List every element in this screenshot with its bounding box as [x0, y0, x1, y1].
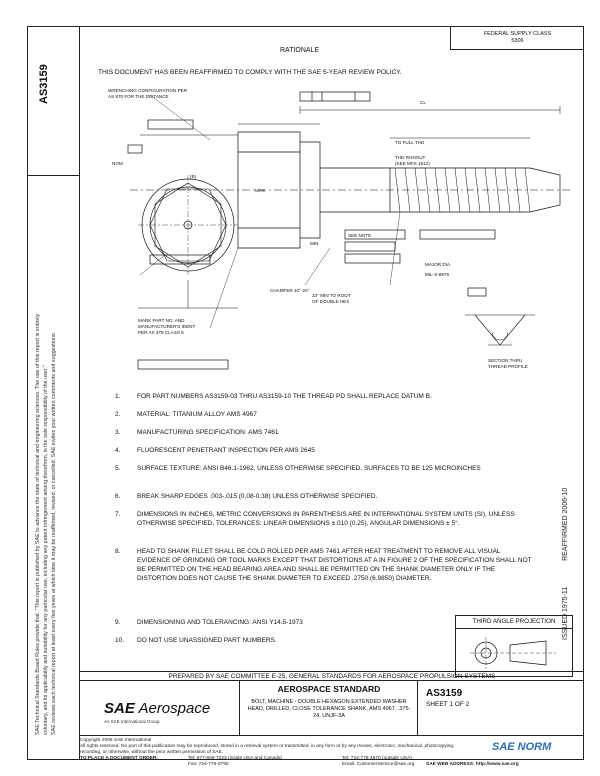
note-text: MATERIAL: TITANIUM ALLOY AMS 4967	[137, 411, 257, 418]
note-text: DIMENSIONING AND TOLERANCING: ANSI Y14.5…	[137, 619, 303, 626]
drawing-label-wrenching: WRENCHING CONFIGURATION PER	[108, 88, 188, 93]
note-text: DIMENSIONS IN INCHES, METRIC CONVERSIONS…	[137, 511, 515, 527]
projection-label: THIRD ANGLE PROJECTION	[456, 616, 572, 629]
drawing-label-max: MAX	[255, 188, 265, 193]
reaffirm-statement: THIS DOCUMENT HAS BEEN REAFFIRMED TO COM…	[98, 69, 402, 76]
title-block	[80, 681, 584, 736]
federal-supply-class-value: 5306	[511, 38, 524, 44]
legal-line-1: SAE Technical Standards Board Rules prov…	[35, 313, 41, 735]
sae-norm-watermark: SAE NORM	[492, 741, 552, 753]
standard-heading: AEROSPACE STANDARD	[277, 684, 381, 694]
note-number: 10.	[115, 637, 125, 644]
bolt-engineering-drawing: WRENCHING CONFIGURATION PER AS 870 FOR T…	[108, 88, 570, 370]
note-text: HEAD TO SHANK FILLET SHALL BE COLD ROLLE…	[137, 548, 532, 582]
drawing-label-runout: THD RUNOUT	[395, 155, 426, 160]
drawing-label-thread-profile: THREAD PROFILE	[488, 364, 528, 369]
logo-cell	[80, 681, 240, 736]
drawing-label-cl: CL	[420, 100, 426, 105]
federal-supply-class-label: FEDERAL SUPPLY CLASS	[483, 31, 552, 37]
legal-notice-vertical: SAE Technical Standards Board Rules prov…	[34, 205, 58, 735]
drawing-label-chamfer: CHAMFER 10°-20°	[270, 288, 310, 293]
note-text: SURFACE TEXTURE: ANSI B46.1-1962, UNLESS…	[137, 465, 481, 472]
note-number: 2.	[115, 411, 121, 418]
footer-rights-2: recording, or otherwise, without the pri…	[80, 750, 224, 755]
footer-email: Email: CustomerService@sae.org	[342, 762, 415, 767]
note-text: DO NOT USE UNASSIGNED PART NUMBERS.	[137, 637, 277, 644]
note-number: 4.	[115, 447, 121, 454]
note-number: 8.	[115, 548, 121, 555]
note-number: 1.	[115, 393, 121, 400]
prepared-by: PREPARED BY SAE COMMITTEE E-25, GENERAL …	[80, 671, 584, 681]
legal-line-3: SAE reviews each technical report at lea…	[51, 331, 57, 735]
page-frame	[27, 26, 584, 760]
note-number: 3.	[115, 429, 121, 436]
note-text: FLUORESCENT PENETRANT INSPECTION PER AMS…	[137, 447, 315, 454]
footer-tel: Tel: 877-606-7323 (inside USA and Canada…	[188, 756, 283, 761]
sheet-number: SHEET 1 OF 2	[426, 701, 470, 708]
document-id-vertical: AS3159	[38, 64, 50, 104]
note-text: MANUFACTURING SPECIFICATION: AMS 7461	[137, 429, 279, 436]
footer-rights: All rights reserved. No part of this pub…	[80, 744, 455, 749]
footer-fax: Fax: 724-776-0790	[188, 762, 229, 767]
rationale-label: RATIONALE	[280, 47, 320, 54]
drawing-label-as478: PER AS 478 CLASS 6	[138, 330, 184, 335]
note-text: FOR PART NUMBERS AS3159-03 THRU AS3159-1…	[137, 393, 432, 400]
third-angle-projection-box: THIRD ANGLE PROJECTION	[455, 615, 573, 677]
drawing-label-major-dia: MAJOR DIA	[425, 262, 451, 267]
drawing-label-33-min: 33° MIN TO ROOT	[312, 293, 351, 298]
document-id-box	[27, 86, 80, 176]
note-text: BREAK SHARP EDGES .003-.015 (0.08-0.38) …	[137, 493, 378, 500]
drawing-label-double-hex: OF DOUBLE HEX	[312, 299, 349, 304]
standard-number: AS3159	[426, 688, 463, 699]
footer-copyright: Copyright 2006 SAE International	[80, 738, 152, 743]
drawing-label-section: SECTION THRU	[488, 358, 522, 363]
logo-subtitle: An SAE International Group	[104, 719, 160, 724]
left-margin-strip	[27, 26, 80, 760]
drawing-label-mfs: (SEE MFS 1912)	[395, 161, 430, 166]
reaffirmed-date: REAFFIRMED 2006-10	[562, 487, 569, 561]
logo-sae: SAE	[104, 700, 135, 717]
standard-cell	[240, 681, 418, 736]
note-number: 9.	[115, 619, 121, 626]
logo-aerospace: Aerospace	[138, 700, 211, 717]
footer-tel-2: Tel: 724-776-4970 (outside USA)	[342, 756, 412, 761]
drawing-label-mil-spec: MIL-S-8879	[425, 272, 449, 277]
drawing-label-as870: AS 870 FOR THE DISTANCE	[108, 94, 169, 99]
footer-order-label: TO PLACE A DOCUMENT ORDER:	[80, 756, 158, 761]
drawing-label-min: MIN	[310, 241, 318, 246]
legal-line-2: voluntary, and its applicability and sui…	[43, 365, 49, 735]
federal-supply-class-box: FEDERAL SUPPLY CLASS 5306	[450, 26, 584, 50]
projection-symbol-icon	[470, 637, 556, 669]
drawing-label-full-thd: TO FULL THD	[395, 140, 425, 145]
drawing-label-see-note: SEE NOTE	[348, 233, 371, 238]
standard-description: BOLT, MACHINE - DOUBLE HEXAGON EXTENDED …	[247, 699, 411, 720]
drawing-label-nom: NOM	[112, 161, 123, 166]
drawing-label-manufacturer: MANUFACTURER'S IDENT	[138, 324, 195, 329]
footer-web: SAE WEB ADDRESS: http://www.sae.org	[426, 762, 519, 767]
drawing-label-b: (B)	[190, 174, 197, 179]
note-number: 7.	[115, 511, 121, 518]
drawing-label-mark-part: MARK PART NO. AND	[138, 318, 185, 323]
note-number: 6.	[115, 493, 121, 500]
note-number: 5.	[115, 465, 121, 472]
sae-aerospace-logo: SAE Aerospace	[104, 700, 210, 717]
